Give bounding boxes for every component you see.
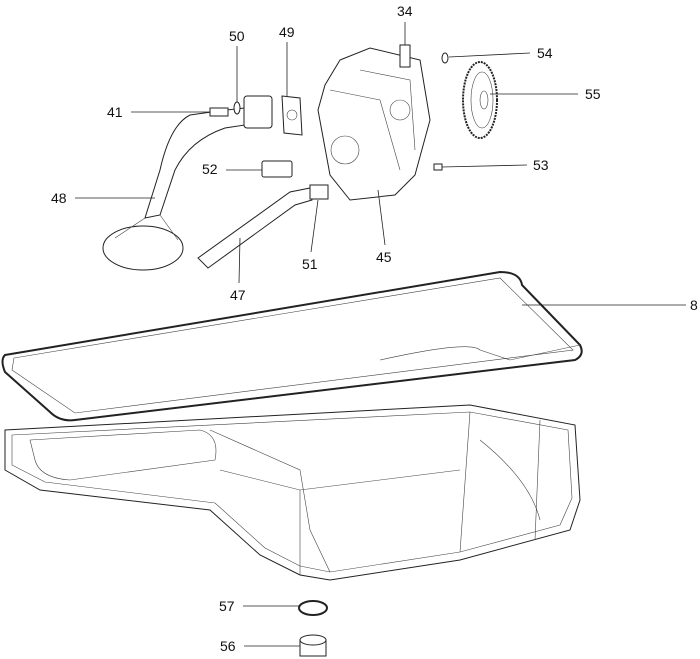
tube	[197, 184, 329, 269]
callout-labels: 34 50 49 54 41 55 52 53 48 51 45 47 8 57…	[51, 3, 698, 654]
callout-51: 51	[302, 256, 318, 272]
callout-48: 48	[51, 190, 67, 206]
callout-55: 55	[585, 86, 601, 102]
oil-pump	[317, 47, 431, 201]
callout-56: 56	[220, 638, 236, 654]
pin	[433, 163, 443, 171]
bolt	[399, 44, 411, 68]
oil-pan	[4, 404, 581, 581]
leader-lines	[75, 22, 686, 647]
callout-41: 41	[107, 104, 123, 120]
oil-pan-gasket	[1, 270, 583, 422]
callout-49: 49	[279, 24, 295, 40]
callout-54: 54	[537, 45, 553, 61]
callout-53: 53	[533, 157, 549, 173]
gasket	[281, 95, 303, 136]
callout-52: 52	[202, 161, 218, 177]
callout-45: 45	[376, 249, 392, 265]
o-ring	[441, 52, 449, 64]
oil-strainer-pipe	[102, 95, 273, 271]
callout-50: 50	[229, 28, 245, 44]
gear	[462, 61, 498, 139]
fitting	[261, 160, 293, 178]
callout-8: 8	[690, 297, 698, 313]
callout-34: 34	[397, 3, 413, 19]
callout-57: 57	[219, 598, 235, 614]
seal-ring	[298, 600, 328, 616]
bolt-and-washer	[209, 101, 241, 117]
callout-47: 47	[230, 287, 246, 303]
drain-plug	[299, 634, 327, 657]
